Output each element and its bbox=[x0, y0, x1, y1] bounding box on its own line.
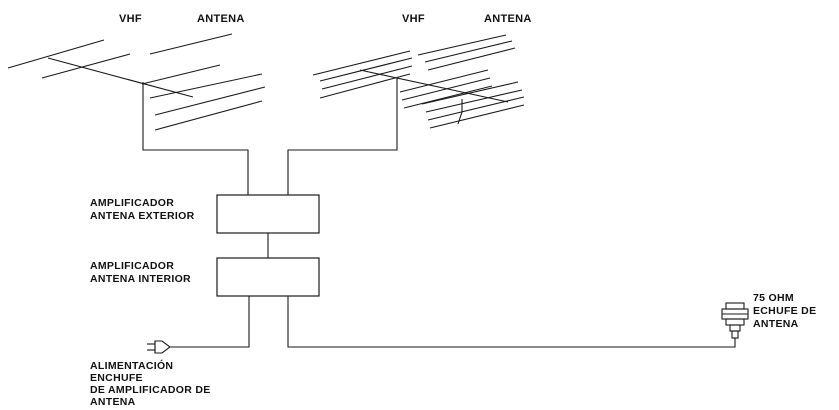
power-plug-label-line3: DE AMPLIFICADOR DE bbox=[90, 384, 211, 396]
left-antenna-element bbox=[149, 33, 233, 55]
right-antenna-element bbox=[427, 47, 516, 71]
indoor-amplifier-label-line2: ANTENA INTERIOR bbox=[90, 273, 191, 285]
left-antenna-feed bbox=[142, 82, 249, 195]
left-antenna-boom bbox=[47, 57, 194, 98]
antenna-output-cable bbox=[287, 296, 736, 348]
right-antenna-element bbox=[417, 34, 507, 56]
right-antenna-boom bbox=[359, 69, 509, 103]
right-antenna-element bbox=[399, 69, 489, 93]
antenna-jack-icon bbox=[721, 302, 749, 339]
right-antenna-element bbox=[319, 57, 413, 82]
outdoor-amplifier-label-line2: ANTENA EXTERIOR bbox=[90, 210, 195, 222]
outdoor-amplifier-label-line1: AMPLIFICADOR bbox=[90, 197, 175, 209]
left-antenna-name-label: ANTENA bbox=[197, 13, 245, 25]
left-antenna-element bbox=[41, 53, 131, 79]
antenna-jack-label-line2: ECHUFE DE bbox=[753, 305, 817, 317]
right-antenna-feed bbox=[287, 78, 398, 195]
power-cable bbox=[170, 296, 250, 348]
right-antenna-element bbox=[421, 81, 519, 105]
right-antenna-element bbox=[429, 104, 525, 129]
right-antenna-name-label: ANTENA bbox=[484, 13, 532, 25]
right-antenna-element bbox=[424, 40, 513, 63]
power-plug-icon bbox=[147, 340, 171, 354]
antenna-jack-label-line3: ANTENA bbox=[753, 318, 799, 330]
indoor-amplifier-box bbox=[216, 257, 320, 297]
antenna-jack-label-line1: 75 OHM bbox=[753, 292, 794, 304]
right-antenna-element bbox=[425, 89, 523, 113]
left-antenna-element bbox=[154, 100, 263, 131]
right-antenna-element bbox=[401, 77, 491, 101]
outdoor-amplifier-box bbox=[216, 194, 320, 234]
right-antenna-element bbox=[427, 96, 525, 121]
left-antenna-element bbox=[7, 39, 105, 69]
left-antenna-element bbox=[149, 73, 263, 99]
left-antenna-element bbox=[154, 86, 266, 116]
indoor-amplifier-label-line1: AMPLIFICADOR bbox=[90, 260, 175, 272]
right-antenna-element bbox=[321, 65, 413, 90]
right-antenna-element bbox=[312, 50, 411, 76]
left-antenna-band-label: VHF bbox=[119, 13, 142, 25]
right-antenna-element bbox=[403, 85, 493, 109]
left-vhf-antenna bbox=[7, 33, 266, 195]
right-antenna-band-label: VHF bbox=[402, 13, 425, 25]
power-plug-label-line2: ENCHUFE bbox=[90, 372, 143, 384]
right-vhf-antenna bbox=[287, 34, 525, 195]
power-plug-label-line1: ALIMENTACIÓN bbox=[90, 360, 174, 372]
right-antenna-mast bbox=[457, 99, 463, 125]
left-antenna-element bbox=[141, 64, 221, 85]
right-antenna-element bbox=[319, 73, 411, 99]
power-plug-label-line4: ANTENA bbox=[90, 396, 136, 408]
